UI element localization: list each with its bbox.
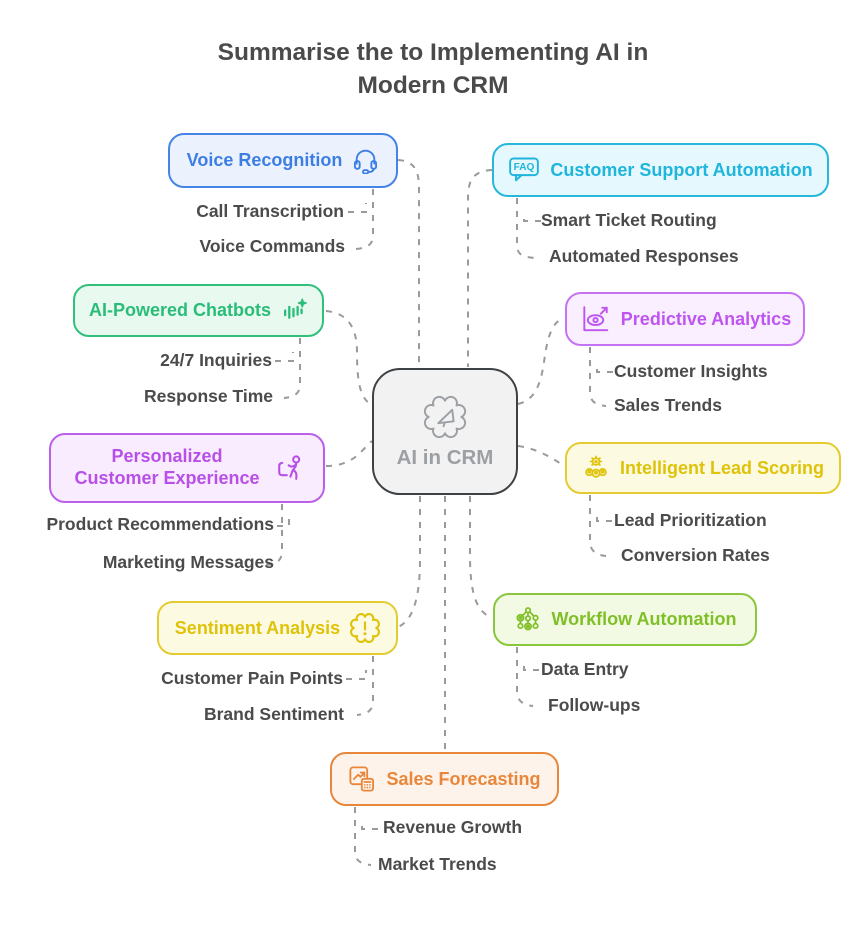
- elbow-leadscore-stub: [596, 512, 612, 522]
- faq-icon-text: FAQ: [514, 162, 535, 173]
- elbow-sentiment-main: [356, 656, 374, 716]
- sub-data-entry: Data Entry: [541, 659, 629, 679]
- node-predictive-analytics: Predictive Analytics: [565, 292, 805, 346]
- gear-triangle-icon: [422, 394, 468, 440]
- elbow-predictive-stub: [596, 363, 613, 373]
- elbow-csa-main: [516, 198, 536, 259]
- sub-conversion-rates: Conversion Rates: [621, 545, 770, 565]
- sub-automated-responses: Automated Responses: [549, 246, 739, 266]
- node-label: Personalized Customer Experience: [74, 446, 260, 488]
- elbow-chatbots-stub: [275, 352, 294, 362]
- node-personalized-customer-experience: Personalized Customer Experience: [49, 433, 325, 503]
- branch-personalized: [325, 440, 373, 467]
- branch-workflow: [469, 496, 493, 619]
- sub-customer-pain-points: Customer Pain Points: [161, 668, 343, 688]
- node-intelligent-lead-scoring: Intelligent Lead Scoring: [565, 442, 841, 494]
- sub-24-7-inquiries: 24/7 Inquiries: [160, 350, 272, 370]
- eye-chart-icon: [579, 303, 611, 335]
- branch-lead-scoring: [517, 445, 565, 467]
- node-label: Sentiment Analysis: [174, 617, 341, 638]
- elbow-csa-stub: [523, 212, 541, 222]
- elbow-workflow-stub: [523, 661, 539, 671]
- badge-exclamation-icon: [350, 613, 381, 643]
- elbow-sentiment-stub: [346, 670, 367, 680]
- sub-revenue-growth: Revenue Growth: [383, 817, 523, 837]
- voice-wave-sparkle-icon: [281, 297, 308, 324]
- network-nodes-icon: [514, 606, 542, 634]
- title-line-2: Modern CRM: [357, 72, 509, 99]
- node-voice-recognition: Voice Recognition: [168, 133, 398, 188]
- sub-voice-commands: Voice Commands: [199, 236, 345, 256]
- sub-sales-trends: Sales Trends: [614, 395, 722, 415]
- sub-smart-ticket-routing: Smart Ticket Routing: [541, 210, 717, 230]
- node-ai-powered-chatbots: AI-Powered Chatbots: [73, 284, 324, 337]
- branch-customer-support: [467, 169, 493, 367]
- sub-follow-ups: Follow-ups: [548, 695, 641, 715]
- branch-voice-recognition: [397, 159, 420, 367]
- node-customer-support-automation: FAQ Customer Support Automation: [492, 143, 829, 197]
- sub-market-trends: Market Trends: [378, 854, 497, 874]
- node-label: Predictive Analytics: [620, 308, 792, 329]
- sub-call-transcription: Call Transcription: [196, 201, 344, 221]
- elbow-personalized-main: [265, 504, 283, 566]
- node-label: Sales Forecasting: [386, 768, 541, 789]
- elbow-voice-main: [355, 189, 374, 250]
- elbow-sales-stub: [361, 820, 378, 830]
- node-label: Customer Support Automation: [550, 159, 813, 180]
- elbow-chatbots-main: [283, 338, 301, 399]
- sub-brand-sentiment: Brand Sentiment: [203, 704, 344, 724]
- faq-bubble-icon: FAQ: [508, 156, 540, 184]
- central-node-label: AI in CRM: [396, 445, 494, 469]
- sub-customer-insights: Customer Insights: [614, 361, 768, 381]
- person-service-icon: [276, 453, 306, 483]
- node-label: AI-Powered Chatbots: [88, 300, 271, 320]
- node-label: Workflow Automation: [551, 609, 737, 629]
- branch-chatbots: [325, 310, 373, 406]
- sub-response-time: Response Time: [143, 386, 273, 406]
- sub-lead-prioritization: Lead Prioritization: [614, 510, 767, 530]
- elbow-sales-main: [354, 807, 372, 866]
- diagram-title: Summarise the to Implementing AI in Mode…: [0, 36, 866, 102]
- gear-people-icon: [582, 454, 610, 482]
- central-node-ai-in-crm: AI in CRM: [372, 368, 518, 495]
- chart-calculator-icon: [348, 765, 376, 793]
- elbow-personalized-stub: [277, 517, 290, 527]
- elbow-voice-stub: [348, 203, 367, 213]
- elbow-predictive-main: [589, 347, 607, 407]
- node-sentiment-analysis: Sentiment Analysis: [157, 601, 398, 655]
- headset-icon: [352, 147, 379, 174]
- elbow-workflow-main: [516, 647, 534, 707]
- title-line-1: Summarise the to Implementing AI in: [217, 39, 649, 66]
- node-workflow-automation: Workflow Automation: [493, 593, 757, 646]
- sub-marketing-messages: Marketing Messages: [102, 552, 274, 572]
- node-label: Voice Recognition: [186, 150, 343, 170]
- branch-sentiment: [397, 496, 421, 628]
- branch-predictive: [517, 317, 565, 405]
- node-sales-forecasting: Sales Forecasting: [330, 752, 559, 806]
- elbow-leadscore-main: [589, 495, 607, 557]
- sub-product-recommendations: Product Recommendations: [46, 514, 274, 534]
- node-label: Intelligent Lead Scoring: [619, 457, 825, 478]
